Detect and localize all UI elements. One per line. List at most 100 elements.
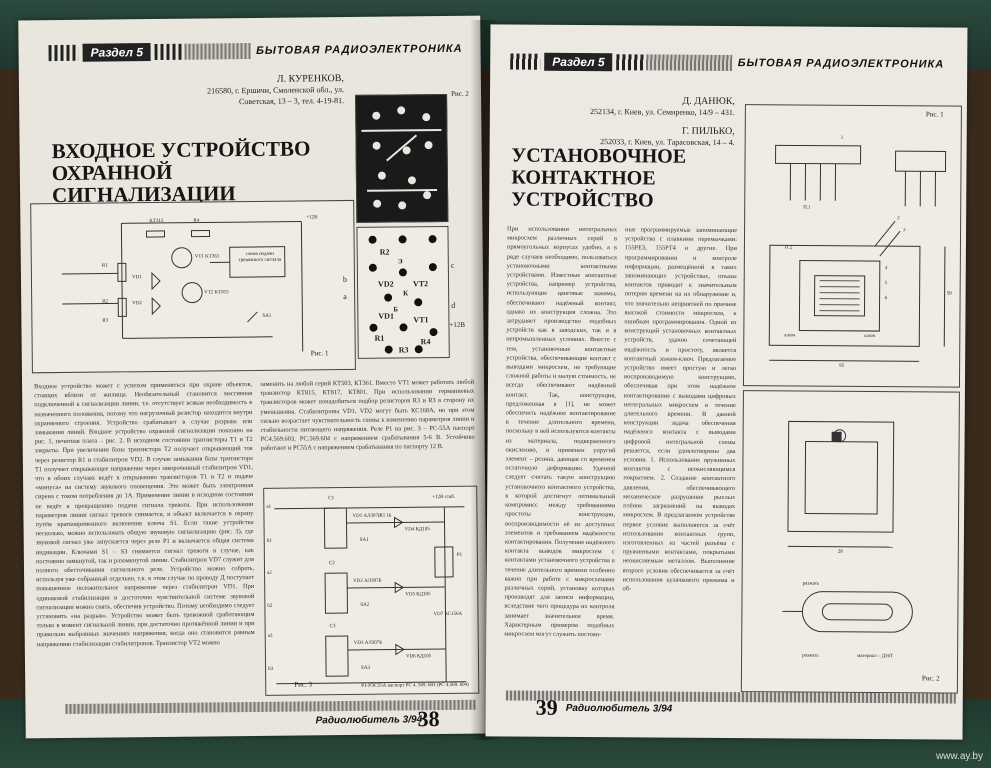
schematic-3-label: SA1 bbox=[359, 537, 369, 543]
drawing-label: разжать bbox=[802, 653, 819, 659]
article-title: ВХОДНОЕ УСТРОЙСТВО ОХРАННОЙ СИГНАЛИЗАЦИИ bbox=[51, 136, 353, 207]
drawing-label: 1 bbox=[840, 135, 844, 141]
figure-1-drawing: Рис. 1 П.2 П.1 1 2 3 4 5 6 ключ ключ 95 … bbox=[742, 104, 962, 388]
article-title: УСТАНОВОЧНОЕ КОНТАКТНОЕ УСТРОЙСТВО bbox=[511, 144, 731, 212]
header-stripes bbox=[616, 54, 647, 71]
section-badge: Раздел 5 bbox=[544, 52, 613, 72]
schematic-3-label: SA2 bbox=[360, 602, 370, 608]
schematic-3-label: a2 bbox=[267, 570, 272, 576]
footer-bar bbox=[65, 699, 476, 714]
watermark: www.ay.by bbox=[935, 751, 983, 762]
figure-1-caption: Рис. 1 bbox=[310, 349, 329, 358]
pcb-label: +12В bbox=[449, 320, 466, 329]
pcb-label: R4 bbox=[420, 337, 431, 347]
schematic-3-label: b2 bbox=[267, 603, 273, 609]
left-column-1-text: Входное устройство может с успехом приме… bbox=[34, 381, 255, 648]
figure-1-caption: Рис. 1 bbox=[925, 110, 944, 119]
schematic-3-label: C3 bbox=[329, 624, 336, 630]
footer-bar bbox=[505, 690, 956, 704]
schematic-label: R3 bbox=[102, 318, 109, 324]
section-title: БЫТОВАЯ РАДИОЭЛЕКТРОНИКА bbox=[250, 42, 469, 58]
drawing-label: 28 bbox=[837, 549, 843, 555]
schematic-3-label: VD7 КС156А bbox=[433, 611, 463, 618]
schematic-3-label: VD1 АЛ307Б bbox=[352, 513, 381, 519]
figure-2-pcb-bottom: R2 VD2 VT2 VT1 VD1 R1 R4 R3 К Б Э bbox=[356, 225, 450, 359]
clamp-drawing bbox=[782, 420, 913, 633]
left-header: Раздел 5 БЫТОВАЯ РАДИОЭЛЕКТРОНИКА bbox=[48, 38, 469, 64]
pcb-label: R2 bbox=[379, 247, 390, 257]
title-line: УСТРОЙСТВО bbox=[511, 188, 654, 212]
title-line: ВХОДНОЕ УСТРОЙСТВО bbox=[51, 136, 311, 164]
schematic-3-label: R1 1k bbox=[379, 513, 392, 519]
header-bar bbox=[646, 54, 732, 72]
drawing-label: П.1 bbox=[803, 205, 811, 211]
pcb-drawing bbox=[361, 106, 442, 210]
section-badge: Раздел 5 bbox=[82, 43, 152, 62]
header-bar bbox=[184, 43, 251, 60]
schematic-label: KT315 bbox=[149, 218, 164, 225]
figure-2-drawing: 28 разжать разжать материал – Д16Т Рис. … bbox=[740, 390, 960, 694]
pcb-label: c bbox=[450, 260, 455, 270]
drawing-label: 6 bbox=[884, 296, 888, 302]
drawing-label: ключ bbox=[784, 333, 796, 339]
schematic-label: VT2 KT815 bbox=[204, 290, 229, 296]
schematic-3-label: P1 bbox=[456, 552, 463, 558]
pcb-label: b bbox=[342, 275, 348, 285]
page-number: 38 bbox=[417, 706, 440, 732]
title-line: ОХРАННОЙ bbox=[51, 159, 173, 186]
author-block-1: Д. ДАНЮК, 252134, г. Киев, ул. Семиренко… bbox=[580, 95, 735, 118]
schematic-label: VD2 bbox=[132, 301, 142, 307]
left-column-2-text: заменить на любой серий КТ503, КТ361. Вм… bbox=[260, 378, 475, 453]
drawing-label: материал – Д16Т bbox=[857, 653, 894, 660]
pcb-label: a bbox=[343, 292, 347, 302]
author-block: Л. КУРЕНКОВ, 216580, г. Ершичи, Смоленск… bbox=[189, 73, 344, 108]
schematic-label: R2 bbox=[102, 299, 109, 305]
pcb-label: VT2 bbox=[412, 279, 429, 289]
schematic-label: +12В bbox=[306, 215, 318, 221]
schematic-label: VT1 KT361 bbox=[194, 254, 220, 260]
page-number: 39 bbox=[535, 694, 558, 720]
schematic-label: VD1 bbox=[131, 275, 142, 281]
figure-3-schematic: a1 a2 a3 b1 b2 b3 C1 C2 C3 VD1 АЛ307Б VD… bbox=[263, 485, 480, 696]
schematic-label: SA1 bbox=[262, 313, 272, 319]
schematic-3-label: C2 bbox=[328, 561, 335, 567]
pcb-label: VD1 bbox=[378, 311, 394, 321]
author-name: Л. КУРЕНКОВ, bbox=[276, 73, 344, 85]
section-title: БЫТОВАЯ РАДИОЭЛЕКТРОНИКА bbox=[731, 57, 951, 71]
schematic-3-label: SA3 bbox=[361, 665, 370, 671]
schematic-3-label: VD6 КД105 bbox=[405, 654, 432, 660]
right-page: Раздел 5 БЫТОВАЯ РАДИОЭЛЕКТРОНИКА Д. ДАН… bbox=[485, 24, 968, 740]
right-header: Раздел 5 БЫТОВАЯ РАДИОЭЛЕКТРОНИКА bbox=[510, 50, 951, 75]
left-page: Раздел 5 БЫТОВАЯ РАДИОЭЛЕКТРОНИКА Л. КУР… bbox=[18, 15, 488, 739]
schematic-3-drawing bbox=[274, 506, 467, 685]
socket-drawing bbox=[768, 144, 947, 362]
author-1-address: 252134, г. Киев, ул. Семиренко, 14/9 – 4… bbox=[590, 107, 735, 118]
drawing-label: 2 bbox=[897, 216, 900, 222]
schematic-3-label: +12В стаб. bbox=[432, 494, 456, 501]
drawing-label: 50 bbox=[946, 291, 952, 297]
drawing-label: 5 bbox=[884, 281, 888, 287]
figure-2-caption: Рис. 2 bbox=[921, 674, 940, 683]
figure-2-pcb-top bbox=[355, 93, 449, 223]
schematic-3-label: b1 bbox=[266, 538, 272, 544]
drawing-label: разжать bbox=[802, 581, 820, 587]
right-column-1-text: При использовании интегральных микросхем… bbox=[504, 225, 618, 639]
drawing-label: 3 bbox=[903, 228, 906, 234]
schematic-3-label: VD3 АЛ307Б bbox=[353, 640, 383, 646]
pcb-label: R3 bbox=[398, 345, 409, 355]
header-stripes bbox=[510, 53, 541, 70]
schematic-label: R1 bbox=[101, 263, 108, 269]
schematic-3-label: C1 bbox=[328, 496, 335, 502]
pcb-label: d bbox=[451, 300, 456, 310]
schematic-label: R4 bbox=[193, 218, 200, 224]
drawing-label: 4 bbox=[884, 266, 888, 272]
pcb-label: VD2 bbox=[377, 279, 394, 289]
figure-1-schematic: схема подачи тревожного сигнала +12В KT3… bbox=[30, 199, 356, 374]
schematic-3-label: a1 bbox=[266, 504, 272, 510]
right-column-2-text: ные программируемые запоминающие устройс… bbox=[622, 226, 738, 593]
author-2-name: Г. ПИЛЬКО, bbox=[681, 125, 735, 138]
drawing-label: ключ bbox=[864, 333, 876, 340]
title-line: КОНТАКТНОЕ bbox=[511, 166, 656, 190]
drawing-label: П.2 bbox=[784, 245, 793, 251]
pcb-layout-drawing bbox=[368, 235, 438, 354]
